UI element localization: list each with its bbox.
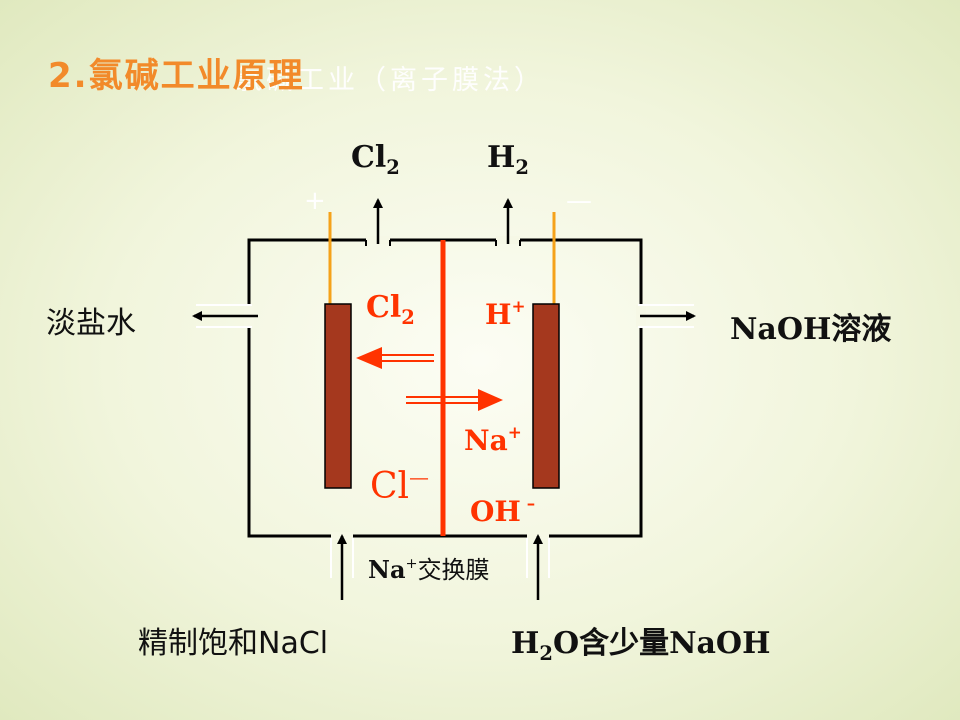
- anode-sign: +: [304, 186, 326, 216]
- left-outlet-label: 淡盐水: [46, 306, 136, 341]
- left-inlet-label: 精制饱和NaCl: [138, 626, 329, 661]
- na-ion-label: Na+: [464, 422, 522, 457]
- cathode-electrode: [532, 303, 560, 489]
- oh-ion-label: OH –: [470, 493, 536, 528]
- ghost-title: 氯碱工业（离子膜法）: [235, 65, 545, 96]
- na-ion-arrow: [406, 389, 503, 411]
- inner-cl2-label: Cl2: [366, 290, 415, 329]
- h2-gas-label: H2: [487, 140, 529, 179]
- membrane-label: Na+交换膜: [368, 555, 490, 584]
- anode-electrode: [324, 303, 352, 489]
- cl2-gas-label: Cl2: [351, 140, 400, 179]
- h-ion-label: H+: [485, 296, 526, 331]
- right-outlet-label: NaOH溶液: [730, 312, 892, 347]
- cl-ion-arrow: [356, 347, 434, 369]
- right-inlet-label: H2O含少量NaOH: [511, 626, 771, 665]
- slide-title: 2.氯碱工业原理: [48, 56, 305, 96]
- cathode-sign: —: [566, 186, 592, 216]
- cl-ion-label: Cl—: [370, 466, 429, 507]
